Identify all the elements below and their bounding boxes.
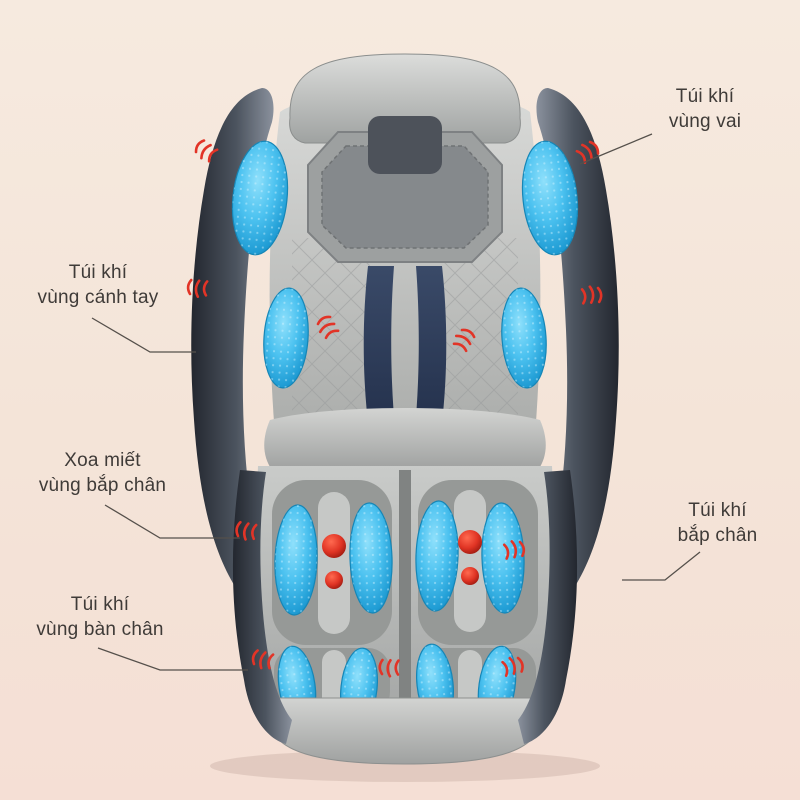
seat-cushion	[264, 408, 546, 470]
calf-center-hump-left	[318, 492, 350, 634]
callout-foot-airbag: Túi khí vùng bàn chân	[5, 592, 195, 642]
callout-shoulder-line2: vùng vai	[668, 111, 742, 132]
roller-ball-right-large	[458, 530, 482, 554]
arm-airbag-left	[263, 287, 309, 389]
roller-ball-left-small	[325, 571, 343, 589]
legrest-rail-left	[232, 470, 292, 744]
backrest-navy-band-right	[414, 266, 447, 440]
callout-arm-line1: Túi khí	[68, 262, 128, 283]
callout-calf-massage: Xoa miết vùng bắp chân	[5, 448, 200, 498]
headrest-octagon-inner	[321, 145, 489, 249]
calf-airbag-right-outer	[481, 502, 525, 614]
callout-foot-airbag-line2: vùng bàn chân	[36, 619, 164, 640]
arm-airbag-right	[501, 287, 547, 389]
calf-center-hump-right	[454, 490, 486, 632]
callout-shoulder-line1: Túi khí	[675, 86, 735, 107]
roller-ball-right-small	[461, 567, 479, 585]
shoulder-airbag-left	[231, 140, 289, 256]
leader-line-calf-air	[622, 551, 701, 581]
leader-line-calf-knead	[104, 504, 240, 539]
callout-calf-airbag: Túi khí bắp chân	[640, 498, 795, 548]
leader-line-arm	[91, 317, 196, 353]
calf-airbag-left-inner	[349, 502, 393, 614]
headrest-top-pad	[289, 53, 521, 144]
leader-line-foot	[97, 647, 248, 671]
left-side-panel	[191, 88, 274, 596]
legrest-rail-right	[518, 470, 578, 744]
callout-leader-lines	[91, 133, 701, 671]
callout-calf-massage-line1: Xoa miết	[64, 450, 141, 471]
callout-arm-airbag: Túi khí vùng cánh tay	[8, 260, 188, 310]
callout-calf-massage-line2: vùng bắp chân	[38, 475, 167, 496]
right-side-panel	[536, 88, 619, 596]
leader-line-shoulder	[579, 133, 653, 165]
callout-calf-airbag-line1: Túi khí	[688, 500, 747, 521]
calf-airbag-right-inner	[415, 500, 459, 612]
calf-airbag-left-outer	[274, 504, 318, 616]
headrest-dark-patch	[368, 116, 442, 174]
backrest-navy-band-left	[363, 266, 396, 440]
callout-foot-airbag-line1: Túi khí	[70, 594, 130, 615]
roller-ball-left-large	[322, 534, 346, 558]
foot-center-hump-right	[458, 650, 482, 712]
chair-floor-shadow	[210, 750, 600, 782]
shoulder-airbag-right	[521, 140, 579, 256]
legrest-center-divider	[399, 470, 411, 714]
callout-calf-airbag-line2: bắp chân	[677, 525, 758, 546]
footrest-tray	[265, 697, 545, 765]
callout-arm-line2: vùng cánh tay	[37, 287, 159, 308]
callout-shoulder-airbag: Túi khí vùng vai	[630, 84, 780, 134]
